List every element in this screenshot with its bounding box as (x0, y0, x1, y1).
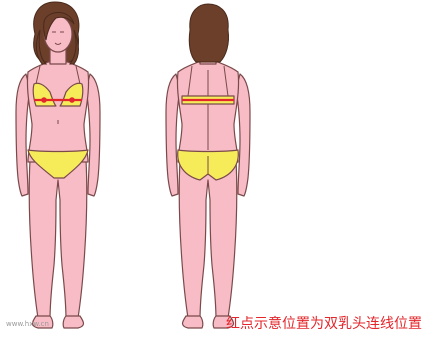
watermark: www.hxw.cn (6, 320, 49, 328)
caption-text: 红点示意位置为双乳头连线位置 (226, 316, 422, 332)
back-figure (166, 4, 250, 328)
front-figure (16, 2, 100, 328)
front-left-marker (41, 97, 47, 103)
front-right-marker (69, 97, 75, 103)
